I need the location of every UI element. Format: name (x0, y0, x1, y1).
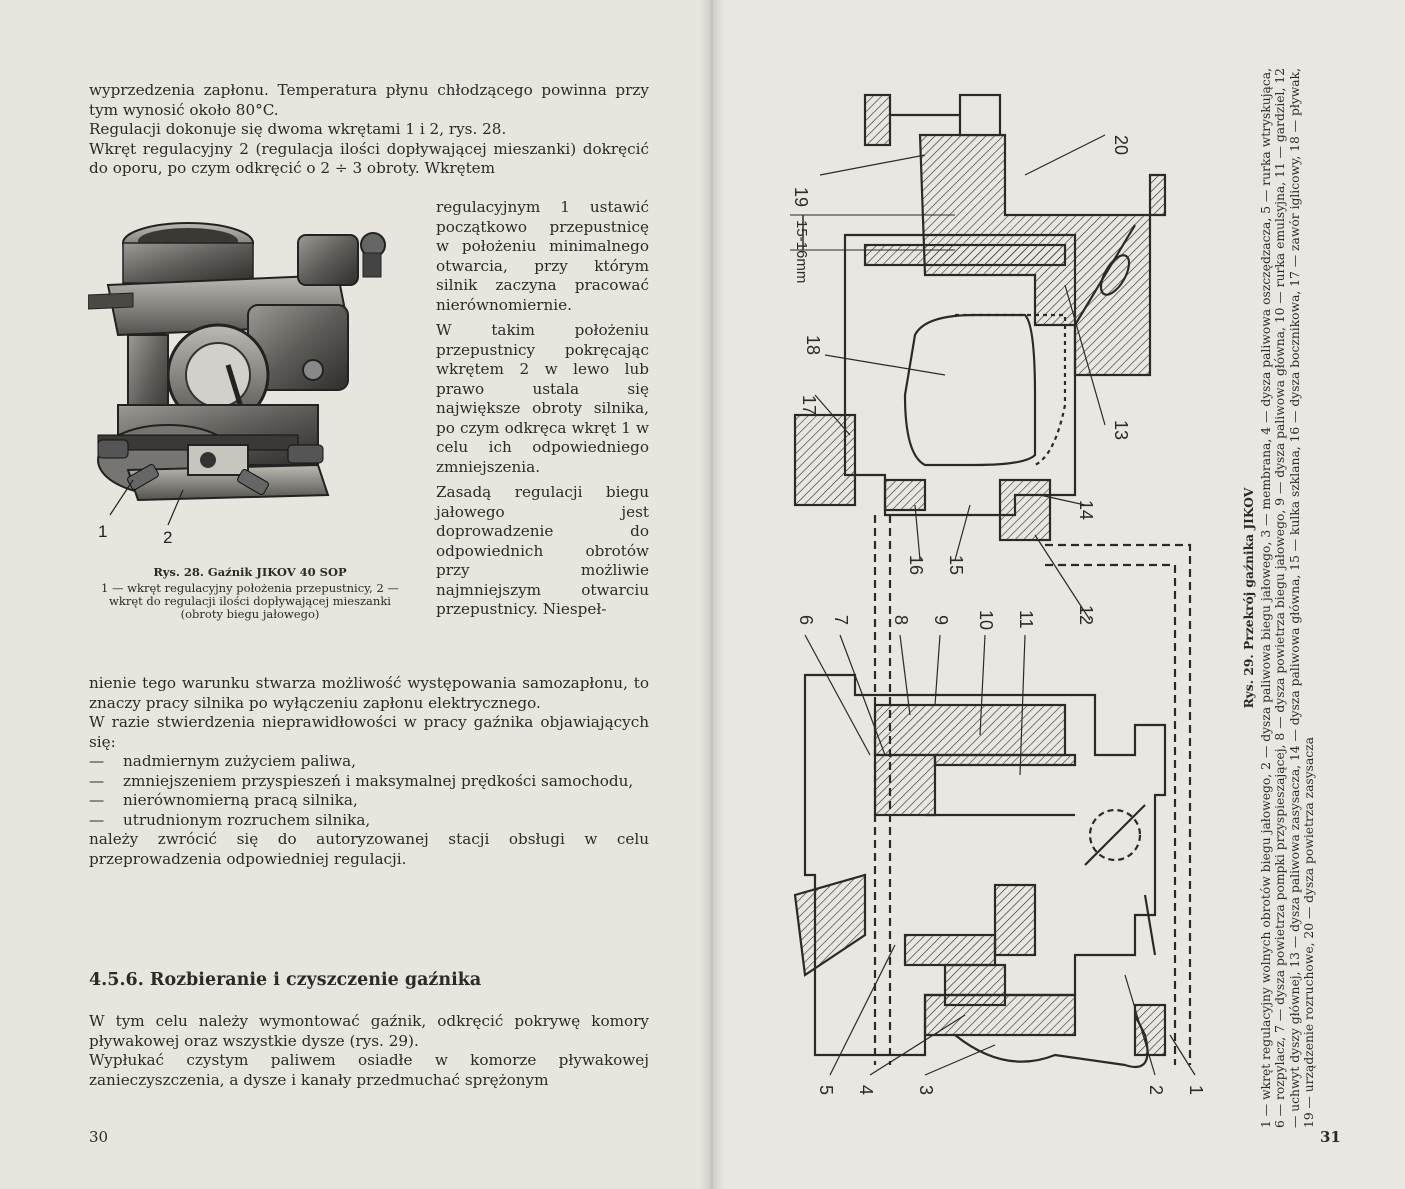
diagram-label-8: 8 (891, 615, 911, 625)
diagram-label-11: 11 (1016, 610, 1036, 629)
diagram-label-1: 1 (1186, 1085, 1206, 1095)
diagram-label-3: 3 (916, 1085, 936, 1095)
right-page: 31 (712, 0, 1405, 1189)
list-item: nadmiernym zużyciem paliwa, (89, 752, 649, 772)
text-column-narrow: regulacyjnym 1 ustawić początkowo przepu… (436, 198, 649, 620)
figure-29-title: Rys. 29. Przekrój gaźnika JIKOV (1241, 487, 1256, 709)
diagram-label-12: 12 (1076, 605, 1096, 625)
list-item: zmniejszeniem przyspieszeń i maksymalnej… (89, 772, 649, 792)
diagram-label-9: 9 (931, 615, 951, 625)
carburetor-photo: 1 2 (88, 222, 386, 545)
paragraph-6: W razie stwierdzenia nieprawidłowości w … (89, 713, 649, 751)
photo-label-2: 2 (163, 528, 172, 545)
text-block-final: W tym celu należy wymontować gaźnik, odk… (89, 1012, 649, 1090)
paragraph-9: Wypłukać czystym paliwem osiadłe w komor… (89, 1051, 649, 1089)
paragraph-3-start: Wkręt regulacyjny 2 (regulacja ilości do… (89, 139, 649, 178)
figure-28-title: Rys. 28. Gaźnik JIKOV 40 SOP (153, 565, 347, 579)
paragraph-2: Regulacji dokonuje się dwoma wkrętami 1 … (89, 120, 507, 138)
book-gutter (700, 0, 724, 1189)
photo-label-1: 1 (98, 522, 107, 541)
diagram-label-15: 15 (946, 555, 966, 575)
figure-29-caption: Rys. 29. Przekrój gaźnika JIKOV 1 — wkrę… (1241, 68, 1317, 1128)
diagram-label-13: 13 (1111, 420, 1131, 440)
diagram-label-20: 20 (1111, 135, 1131, 155)
paragraph-3-continued: regulacyjnym 1 ustawić początkowo przepu… (436, 198, 649, 314)
paragraph-1: wyprzedzenia zapłonu. Temperatura płynu … (89, 81, 649, 119)
figure-28-legend: 1 — wkręt regulacyjny położenia przepust… (101, 581, 399, 621)
list-item: utrudnionym rozruchem silnika, (89, 811, 649, 831)
diagram-label-2: 2 (1146, 1085, 1166, 1095)
diagram-label-7: 7 (831, 615, 851, 625)
page-number-left: 30 (89, 1128, 109, 1146)
diagram-label-18: 18 (803, 335, 823, 355)
section-heading: 4.5.6. Rozbieranie i czyszczenie gaźnika (89, 970, 482, 990)
page-number-right: 31 (1320, 1128, 1341, 1146)
diagram-label-10: 10 (976, 610, 996, 630)
diagram-label-16: 16 (906, 555, 926, 575)
list-item: nierównomierną pracą silnika, (89, 791, 649, 811)
paragraph-8: W tym celu należy wymontować gaźnik, odk… (89, 1012, 649, 1050)
diagram-label-19: 19 (791, 187, 811, 207)
paragraph-5-start: Zasadą regulacji biegu jałowego jest dop… (436, 483, 649, 618)
figure-29-legend: 1 — wkręt regulacyjny wolnych obrotów bi… (1258, 68, 1317, 1128)
figure-28-caption: Rys. 28. Gaźnik JIKOV 40 SOP 1 — wkręt r… (89, 566, 411, 621)
text-block-top: wyprzedzenia zapłonu. Temperatura płynu … (89, 81, 649, 179)
diagram-label-5: 5 (816, 1085, 836, 1095)
diagram-label-14: 14 (1076, 500, 1096, 520)
carburetor-cross-section-diagram: 19 20 18 17 13 14 12 15 16 6 7 8 9 10 11… (790, 93, 1206, 1095)
text-block-bottom: nienie tego warunku stwarza możliwość wy… (89, 674, 649, 869)
left-page: wyprzedzenia zapłonu. Temperatura płynu … (0, 0, 712, 1189)
diagram-label-6: 6 (796, 615, 816, 625)
symptom-list: nadmiernym zużyciem paliwa, zmniejszenie… (89, 752, 649, 830)
paragraph-4: W takim położeniu przepustnicy pokręcają… (436, 321, 649, 476)
paragraph-5-continued: nienie tego warunku stwarza możliwość wy… (89, 674, 649, 712)
paragraph-7: należy zwrócić się do autoryzowanej stac… (89, 830, 649, 868)
diagram-label-17: 17 (799, 395, 819, 415)
dimension-label: 15-16mm (793, 220, 810, 283)
diagram-label-4: 4 (856, 1085, 876, 1095)
